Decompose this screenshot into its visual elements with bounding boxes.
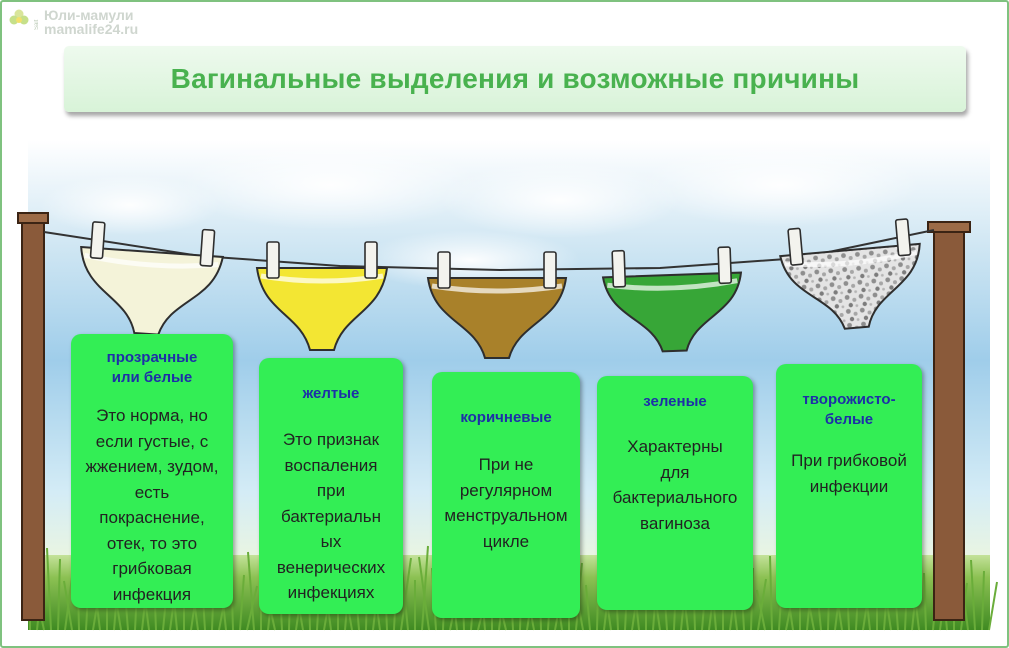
card-brown: коричневые При не регулярном менструальн…: [432, 372, 580, 618]
card-text-line: Это признак: [282, 430, 380, 449]
card-text-line: бактериальн: [280, 506, 382, 526]
panties-brown: [426, 251, 568, 359]
clouds: [40, 140, 920, 290]
panties-layer: [80, 218, 921, 359]
clothespin-icon: [543, 251, 557, 289]
card-text-line: покраснение,: [99, 508, 205, 527]
card-text-line: При не: [478, 455, 534, 474]
page-title: Вагинальные выделения и возможные причин…: [170, 63, 860, 94]
card-text-line: Характерны: [627, 437, 723, 456]
card-text-line: инфекция: [112, 584, 192, 604]
card-heading: коричневые: [460, 409, 552, 426]
card-text-line: инфекции: [809, 476, 889, 496]
card-clear-white: прозрачные или белые Это норма, но если …: [71, 334, 233, 608]
panties-yellow: [255, 241, 389, 351]
card-text-line: вагиноза: [640, 513, 710, 533]
card-heading: прозрачные: [106, 349, 198, 366]
title-box: Вагинальные выделения и возможные причин…: [64, 46, 966, 112]
grass-blade: [400, 557, 412, 631]
clothespin-icon: [199, 228, 216, 267]
grass-blade: [981, 570, 985, 631]
clothespin-icon: [717, 246, 733, 285]
panties-green: [601, 246, 743, 353]
card-heading: белые: [824, 411, 874, 428]
grass-blade: [769, 555, 773, 631]
panties-curdy-white: [779, 218, 921, 330]
logo-line-2: mamalife24.ru: [44, 21, 139, 37]
card-heading: зеленые: [643, 393, 707, 410]
right-pole-cap: [927, 221, 971, 233]
card-text-line: грибковая: [112, 559, 192, 578]
grass-blade: [57, 558, 61, 631]
grass-blade: [585, 584, 591, 631]
card-heading: творожисто-: [802, 391, 896, 408]
grass-blade: [988, 581, 998, 631]
grass-blade: [239, 574, 245, 631]
clothespin-icon: [89, 221, 106, 260]
card-text-line: ых: [320, 532, 342, 551]
logo-line-1: Юли-мамули: [44, 7, 134, 23]
grass-blade: [418, 556, 430, 631]
card-text-line: жжением, зудом,: [85, 457, 219, 476]
card-green: зеленые Характерны для бактериального ва…: [597, 376, 753, 610]
clothespin-icon: [437, 251, 451, 289]
card-text-line: при: [316, 481, 346, 500]
card-text-line: венерических: [276, 557, 386, 577]
grass-blade: [970, 559, 976, 631]
grass-blade: [923, 572, 927, 631]
card-text-line: воспаления: [284, 455, 378, 475]
panties-body: [255, 267, 389, 351]
card-yellow: желтые Это признак воспаления при бактер…: [259, 358, 403, 614]
logo-site-tag: Sait: [34, 19, 40, 30]
card-text-line: цикле: [482, 531, 530, 551]
card-text-line: инфекциях: [287, 583, 375, 602]
poles: [17, 212, 971, 621]
card-text-line: При грибковой: [791, 451, 907, 470]
clothespin-icon: [787, 227, 804, 266]
card-text-line: отек, то это: [106, 533, 198, 553]
grass-blade: [756, 589, 766, 631]
grass-blade: [421, 545, 429, 631]
grass-blade: [63, 580, 73, 631]
card-text-line: бактериального: [612, 488, 738, 507]
card-text-line: Это норма, но: [96, 406, 208, 425]
card-heading: желтые: [302, 385, 360, 402]
clothespin-icon: [894, 218, 912, 257]
card-text-line: менструальном: [444, 506, 568, 525]
watermark-logo: Sait Юли-мамули mamalife24.ru: [8, 8, 138, 36]
flower-logo-icon: [9, 9, 29, 25]
card-text-line: если густые, с: [95, 431, 209, 451]
left-pole-cap: [17, 212, 49, 224]
card-curdy-white: творожисто- белые При грибковой инфекции: [776, 364, 922, 608]
panties-body: [601, 271, 743, 353]
clothespin-icon: [266, 241, 280, 279]
grass-blade: [46, 547, 52, 631]
card-heading: или белые: [111, 369, 193, 386]
grass-blade: [247, 551, 255, 631]
grass-blade: [757, 578, 767, 631]
clothespin-icon: [364, 241, 378, 279]
card-text-line: для: [660, 462, 690, 482]
card-text-line: есть: [134, 482, 170, 502]
clothespin-icon: [611, 249, 627, 288]
card-text-line: регулярном: [459, 480, 553, 500]
panties-body: [426, 277, 568, 359]
